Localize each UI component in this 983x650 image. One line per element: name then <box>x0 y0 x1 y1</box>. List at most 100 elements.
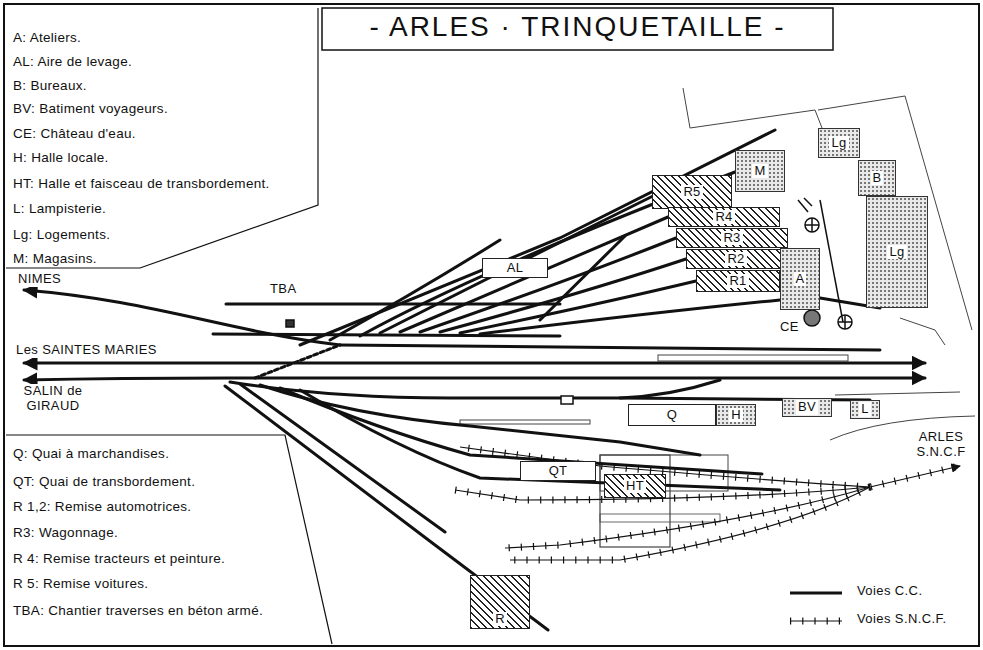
site-boundary-part <box>683 88 822 128</box>
direction-label: NIMES <box>16 272 63 287</box>
key-entry: AL: Aire de levage. <box>13 54 132 69</box>
key-entry: L: Lampisterie. <box>13 201 106 216</box>
frame-part <box>6 435 332 644</box>
building-code: BV <box>796 400 818 414</box>
track-cc-part <box>540 236 625 320</box>
callout-label: CE <box>778 320 801 335</box>
site-boundary-part <box>818 96 972 330</box>
frame-part <box>6 8 318 268</box>
key-entry: R 1,2: Remise automotrices. <box>13 499 191 514</box>
building-code: R4 <box>713 210 734 224</box>
direction-label: TBA <box>268 282 298 297</box>
signals-part <box>820 200 843 322</box>
signals-part <box>286 320 294 327</box>
legend-text: Voies C.C. <box>855 584 924 599</box>
building: L <box>850 400 880 419</box>
building-code: AL <box>505 261 526 275</box>
building-code: Q <box>665 408 679 422</box>
key-entry: A: Ateliers. <box>13 30 81 45</box>
signals-part <box>838 315 852 329</box>
signals-part <box>804 310 820 326</box>
building: R1 <box>696 270 780 292</box>
frame <box>4 4 979 646</box>
key-entry: Lg: Logements. <box>13 227 110 242</box>
track-cc-part <box>620 398 870 400</box>
building: BV <box>782 398 832 417</box>
direction-label: ARLES S.N.C.F <box>908 430 974 460</box>
track-cc-part <box>380 195 655 333</box>
building-code: R <box>493 612 507 626</box>
key-entry: Q: Quai à marchandises. <box>13 446 169 461</box>
building: AL <box>482 258 548 278</box>
track-cc-part <box>230 380 720 398</box>
site-boundary-part <box>900 318 945 345</box>
track-cc-part <box>213 334 560 336</box>
track-sncf-ticks-part <box>870 467 955 487</box>
signals-part <box>805 218 819 232</box>
building: Lg <box>866 196 928 308</box>
key-entry: TBA: Chantier traverses en béton armé. <box>13 603 263 618</box>
site-boundary <box>460 88 975 547</box>
building: Q <box>628 404 716 426</box>
key-entry: R 5: Remise voitures. <box>13 576 148 591</box>
track-cc-part <box>255 345 340 378</box>
building-code: R1 <box>727 274 748 288</box>
legend-samples-part <box>790 592 842 595</box>
building: H <box>716 404 756 426</box>
key-entry: HT: Halle et faisceau de transbordement. <box>13 176 270 191</box>
building-code: H <box>729 408 743 422</box>
building: A <box>780 248 820 310</box>
track-cc-part <box>24 290 340 345</box>
key-entry: QT: Quai de transbordement. <box>13 474 195 489</box>
track-cc-part <box>340 345 880 350</box>
building-code: L <box>859 402 871 416</box>
key-entry: R3: Wagonnage. <box>13 525 118 540</box>
building: HT <box>604 474 666 498</box>
legend-text: Voies S.N.C.F. <box>855 612 948 627</box>
building-code: R2 <box>725 252 746 266</box>
track-sncf-part <box>870 466 960 487</box>
building: QT <box>520 461 596 481</box>
track-cc-part <box>420 238 676 332</box>
track-cc-part <box>225 386 548 630</box>
building-code: R5 <box>681 185 702 199</box>
track-sncf <box>455 447 960 560</box>
signals-part <box>561 396 573 404</box>
track-sncf-ticks-part <box>505 487 870 548</box>
track-cc-part <box>480 300 780 334</box>
key-entry: CE: Château d'eau. <box>13 126 136 141</box>
title-text: - ARLES · TRINQUETAILLE - <box>322 11 833 43</box>
frame-part <box>4 4 979 646</box>
direction-label: SALIN de GIRAUD <box>20 384 86 414</box>
key-entry: H: Halle locale. <box>13 150 109 165</box>
building: Lg <box>818 128 860 158</box>
site-boundary-part <box>658 355 848 361</box>
legend-samples <box>790 593 842 621</box>
key-entry: B: Bureaux. <box>13 78 87 93</box>
building: B <box>858 160 896 196</box>
track-sncf-ticks <box>455 447 955 560</box>
building-code: QT <box>547 464 570 478</box>
track-cc-part <box>460 281 696 333</box>
track-cc-part <box>24 362 925 365</box>
building-code: R3 <box>721 231 742 245</box>
building: R3 <box>676 228 788 248</box>
building: R <box>470 575 530 629</box>
building-code: M <box>752 164 767 178</box>
signals-part <box>838 315 852 329</box>
legend-samples-part <box>790 620 842 621</box>
key-entry: M: Magasins. <box>13 251 97 266</box>
building: R5 <box>652 175 732 209</box>
frame-part <box>322 8 833 50</box>
direction-label: Les SAINTES MARIES <box>14 343 159 358</box>
building: M <box>735 150 785 192</box>
building: R2 <box>686 249 786 269</box>
legend-samples-part <box>790 618 842 625</box>
signals-part <box>805 218 819 232</box>
building-code: Lg <box>829 136 848 150</box>
site-boundary-part <box>460 420 590 424</box>
signals-part <box>798 198 812 212</box>
building: R4 <box>668 207 780 227</box>
building-code: B <box>871 171 884 185</box>
